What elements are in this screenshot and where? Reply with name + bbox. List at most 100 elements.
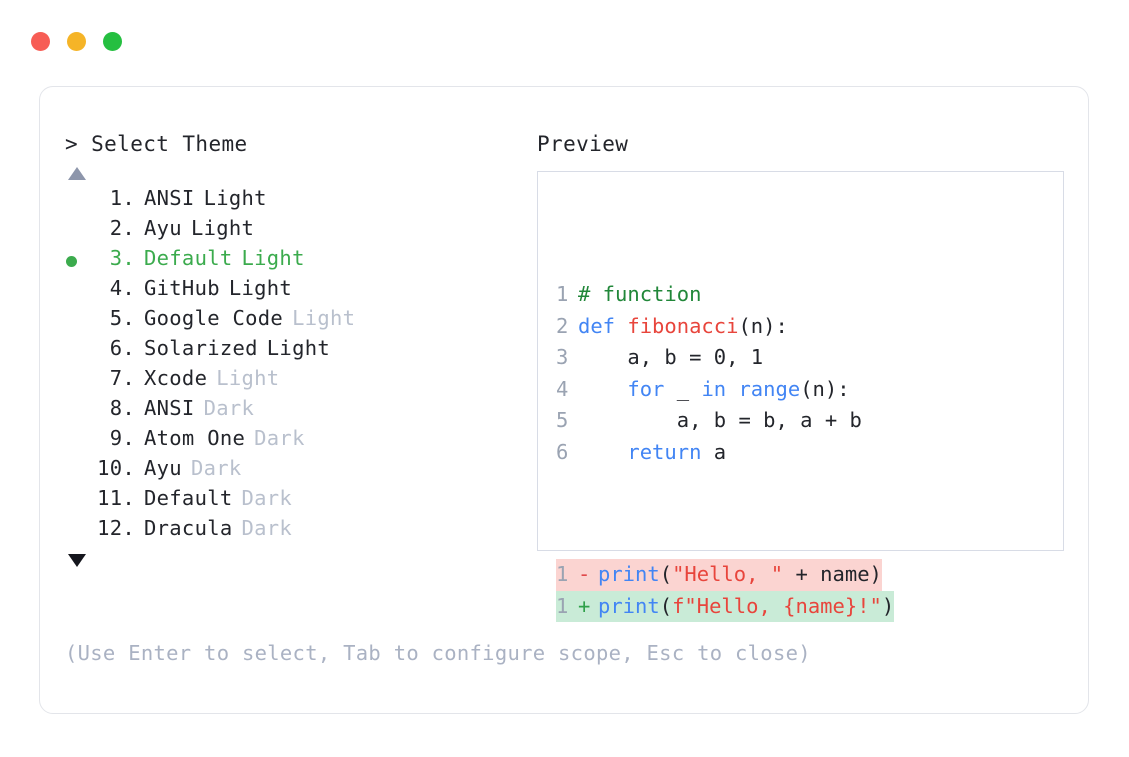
code-line-text: return a [578,437,726,469]
theme-item-index: 3. [109,246,135,270]
diff-line-add: 1+print(f"Hello, {name}!") [556,590,895,623]
theme-item-name: Dracula [144,516,233,540]
theme-item-variant: Light [241,246,305,270]
window-controls [31,32,122,51]
code-token-comment: # function [578,282,702,306]
code-token-plain: _ [664,376,702,401]
theme-item-index: 1. [109,186,135,210]
code-line-number: 5 [556,408,569,432]
theme-item-index: 2. [109,216,135,240]
theme-list-item[interactable]: 6. Solarized Light [65,336,535,366]
code-token-plain: (n): [800,376,850,401]
code-line-text: a, b = 0, 1 [578,342,763,374]
diff-line-del: 1-print("Hello, " + name) [556,559,882,591]
code-line-number: 1 [556,282,569,306]
code-line: 6 return a [556,437,894,469]
theme-item-index: 10. [97,456,135,480]
code-token-kw: in [701,376,727,401]
theme-item-index: 7. [109,366,135,390]
theme-item-name: ANSI [144,186,195,210]
code-token-kw: return [627,439,702,464]
code-token-kw: for [627,376,665,401]
theme-item-name: Solarized [144,336,258,360]
selection-indicator [65,255,93,267]
code-token-kw: print [598,562,660,586]
preview-label: Preview [537,132,629,156]
code-token-str: f"Hello, {name}!" [672,593,882,618]
theme-item-variant: Dark [241,486,293,510]
code-token-plain: a, b = b, a + b [578,408,862,432]
theme-item-variant: Light [190,216,255,240]
close-window-button[interactable] [31,32,50,51]
theme-item-name: ANSI [144,396,195,420]
theme-list-item[interactable]: 3. Default Light [65,246,535,276]
theme-item-variant: Dark [241,516,293,540]
theme-item-name: Ayu [144,216,182,240]
code-token-kw: def [578,313,628,338]
theme-list-item[interactable]: 10. Ayu Dark [65,456,535,486]
diff-line-number: 1 [556,562,569,586]
triangle-down-icon[interactable] [68,554,86,567]
theme-item-variant: Light [203,186,267,210]
code-line-number: 6 [556,439,569,464]
theme-item-variant: Light [266,336,330,360]
theme-item-name: Ayu [144,456,182,480]
code-line-text: for _ in range(n): [578,374,850,406]
theme-item-index: 9. [109,426,135,450]
theme-list-item[interactable]: 2. Ayu Light [65,216,535,246]
theme-item-variant: Dark [203,396,255,420]
theme-item-index: 12. [97,516,135,540]
diff-line-text: print(f"Hello, {name}!") [598,591,894,623]
theme-item-index: 11. [97,486,135,510]
code-token-plain: a, b = 0, 1 [578,345,764,369]
theme-item-variant: Dark [190,456,242,480]
diff-line-number: 1 [556,593,569,618]
code-token-plain: ( [659,562,673,586]
code-line-text: a, b = b, a + b [578,405,862,437]
code-line: 3 a, b = 0, 1 [556,342,894,374]
code-token-plain: ) [881,593,895,618]
code-token-plain [578,440,627,464]
minimize-window-button[interactable] [67,32,86,51]
diff-lines: 1-print("Hello, " + name)1+print(f"Hello… [556,559,895,623]
code-token-plain: ( [659,593,673,618]
code-line: 5 a, b = b, a + b [556,405,894,437]
keyboard-hint: (Use Enter to select, Tab to configure s… [65,641,811,665]
code-token-kw: range [738,376,801,401]
code-token-plain: + name) [783,562,882,586]
theme-list-item[interactable]: 1. ANSI Light [65,186,535,216]
theme-item-index: 6. [109,336,135,360]
code-line-text: def fibonacci(n): [578,311,788,343]
code-token-plain: (n): [738,313,788,338]
theme-item-name: Default [144,246,233,270]
theme-item-variant: Light [292,306,356,330]
maximize-window-button[interactable] [103,32,122,51]
code-line-number: 3 [556,345,569,369]
diff-line-text: print("Hello, " + name) [598,559,882,591]
triangle-up-icon[interactable] [68,167,86,180]
theme-item-name: GitHub [144,276,220,300]
code-line-number: 4 [556,376,569,401]
code-token-plain [578,377,627,401]
theme-item-index: 5. [109,306,135,330]
code-line: 1 # function [556,279,894,311]
theme-list-item[interactable]: 12. Dracula Dark [65,516,535,546]
code-token-fn: fibonacci [627,313,739,338]
code-line-text: # function [578,279,701,311]
theme-item-variant: Light [228,276,293,300]
